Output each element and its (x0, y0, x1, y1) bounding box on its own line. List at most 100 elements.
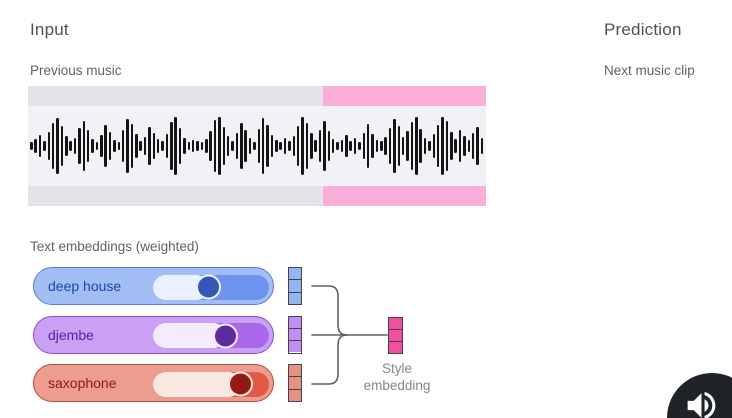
waveform-bar (139, 141, 142, 151)
embedding-vector-cell (289, 340, 301, 353)
play-audio-button[interactable] (667, 373, 732, 418)
embedding-term-label: saxophone (48, 375, 117, 391)
embedding-vector-cell (289, 365, 301, 377)
waveform-bar (292, 136, 295, 156)
waveform-bar (148, 127, 151, 165)
embedding-vector-cell (289, 279, 301, 292)
next-music-clip-label: Next music clip (604, 63, 695, 78)
waveform-bar (156, 139, 160, 153)
waveform-bar (244, 130, 247, 162)
waveform-bar (375, 140, 379, 152)
waveform-bar (205, 139, 208, 153)
waveform-bar (261, 118, 265, 174)
waveform-bar (476, 127, 479, 165)
waveform-bar (314, 140, 317, 152)
waveform-bar (358, 142, 361, 150)
style-embedding-label: Style embedding (363, 361, 431, 393)
waveform-bar (380, 141, 383, 151)
style-embedding-vector (388, 317, 403, 354)
waveform-bar (82, 121, 85, 171)
embedding-vector (288, 315, 302, 354)
waveform-bar (388, 128, 392, 164)
waveform-bar (170, 122, 173, 170)
waveform-bar (279, 142, 282, 150)
waveform-bars (28, 106, 486, 186)
waveform-bar (458, 130, 462, 162)
waveform-bar (95, 142, 99, 150)
waveform-bar (336, 142, 339, 150)
waveform-bar (152, 133, 155, 159)
waveform-bar (419, 129, 422, 163)
slider-knob[interactable] (196, 274, 222, 300)
waveform-bar (296, 126, 300, 166)
waveform-bar (126, 119, 129, 173)
embedding-term-label: djembe (48, 326, 94, 343)
waveform-bar (471, 133, 475, 159)
waveform-bar (480, 138, 484, 154)
waveform-bar (78, 128, 81, 164)
previous-music-label: Previous music (30, 63, 122, 78)
waveform-bar (130, 124, 134, 168)
embedding-term-label: deep house (48, 278, 122, 294)
embedding-vector (288, 364, 302, 402)
waveform-bar (318, 130, 322, 162)
waveform-bar (410, 122, 414, 170)
waveform-bar (248, 138, 252, 154)
text-embedding-pill: deep house (33, 267, 274, 305)
waveform-bar (69, 141, 72, 151)
waveform-bar (270, 135, 274, 157)
input-section-title: Input (30, 20, 69, 39)
waveform-bar (340, 140, 344, 152)
waveform-bar (393, 119, 396, 173)
waveform-bar (450, 132, 453, 160)
waveform-bar (226, 136, 230, 156)
waveform-bar (257, 129, 260, 163)
waveform-bar (38, 135, 42, 157)
waveform-bar (305, 123, 309, 169)
text-embedding-pill: djembe (33, 315, 274, 354)
waveform-bar (213, 120, 217, 172)
waveform-bar (43, 141, 46, 151)
waveform-bar (34, 139, 37, 153)
waveform-bar (113, 140, 116, 152)
waveform-bar (353, 138, 357, 154)
waveform-bar (253, 142, 256, 150)
weight-slider[interactable] (153, 371, 269, 397)
text-embedding-row: djembe (33, 315, 403, 354)
text-embeddings-label: Text embeddings (weighted) (30, 239, 199, 254)
slider-track-fill (153, 371, 241, 397)
waveform-bar (349, 141, 352, 151)
waveform-bar (454, 139, 457, 153)
waveform-bar (283, 138, 287, 154)
waveform-bar (362, 133, 365, 159)
waveform-bar (60, 126, 64, 166)
waveform-bar (275, 140, 278, 152)
text-embedding-row: deep house (33, 267, 403, 305)
waveform-bar (30, 142, 33, 150)
waveform-bar (401, 137, 405, 155)
slider-knob[interactable] (227, 371, 253, 397)
waveform-bar (51, 123, 55, 169)
waveform-bar (445, 121, 449, 171)
weight-slider[interactable] (153, 323, 269, 348)
waveform-top-strip (28, 86, 486, 106)
waveform-bar (323, 121, 326, 171)
text-embedding-row: saxophone (33, 364, 403, 402)
waveform-bar (56, 118, 59, 174)
weight-slider[interactable] (153, 274, 269, 300)
style-embedding-cell (389, 329, 402, 341)
waveform-bar (187, 142, 190, 150)
embedding-vector-cell (289, 268, 301, 280)
style-embedding-cell (389, 341, 402, 353)
waveform-bar (397, 126, 400, 166)
waveform-bar (235, 133, 239, 159)
waveform-bar (209, 131, 212, 161)
text-embedding-rows: deep house djembe saxophone (33, 267, 403, 402)
waveform-bar (436, 125, 440, 167)
slider-knob[interactable] (213, 323, 239, 348)
waveform-bar (423, 138, 427, 154)
waveform-bar (135, 134, 138, 158)
merge-brace (311, 285, 388, 385)
embedding-vector-cell (289, 388, 301, 401)
